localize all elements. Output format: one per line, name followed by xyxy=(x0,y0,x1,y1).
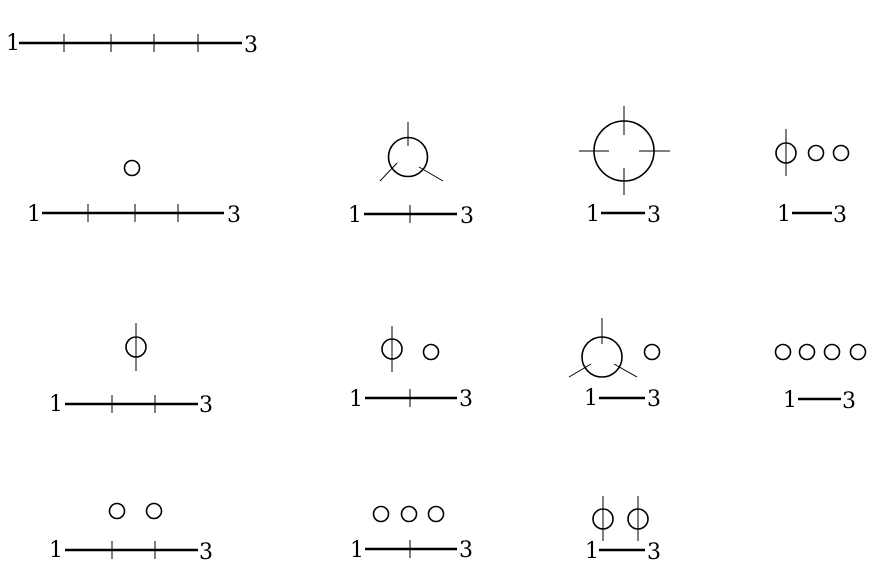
diagram-0: 1 3 xyxy=(6,31,258,58)
diagram-9-loop xyxy=(108,502,126,520)
diagram-8: 1 3 xyxy=(774,343,867,414)
diagram-7-leg xyxy=(613,363,638,378)
diagram-10-loop xyxy=(372,505,390,523)
diagram-2-right-label: 3 xyxy=(460,204,474,229)
diagram-3: 1 3 xyxy=(579,106,670,228)
diagram-11-right-label: 3 xyxy=(647,540,661,565)
diagram-10-left-label: 1 xyxy=(350,538,364,563)
diagram-9-left-label: 1 xyxy=(49,538,63,563)
diagram-9-loop xyxy=(145,502,163,520)
diagram-1-right-label: 3 xyxy=(227,203,241,228)
diagram-9-right-label: 3 xyxy=(199,540,213,565)
diagram-2: 1 3 xyxy=(348,122,474,229)
diagram-2-left-label: 1 xyxy=(348,203,362,228)
diagram-10-loop xyxy=(400,505,418,523)
diagram-11-left-label: 1 xyxy=(585,539,599,564)
diagram-7-loop xyxy=(643,343,661,361)
diagram-8-left-label: 1 xyxy=(783,388,797,413)
diagram-4-left-label: 1 xyxy=(777,202,791,227)
diagram-4-loop xyxy=(807,144,825,162)
diagram-10-loop xyxy=(427,505,445,523)
diagram-6-left-label: 1 xyxy=(349,387,363,412)
diagram-11: 1 3 xyxy=(585,496,661,565)
diagram-10: 1 3 xyxy=(350,505,473,563)
diagram-6: 1 3 xyxy=(349,326,473,412)
diagram-8-right-label: 3 xyxy=(842,389,856,414)
diagram-1-left-label: 1 xyxy=(27,202,41,227)
diagram-6-loop xyxy=(422,343,440,361)
diagram-1-loop xyxy=(123,159,141,177)
diagram-8-loop xyxy=(774,343,792,361)
diagram-5-right-label: 3 xyxy=(199,393,213,418)
diagram-4-loop xyxy=(832,144,850,162)
diagram-7-left-label: 1 xyxy=(584,386,598,411)
diagram-1: 1 3 xyxy=(27,159,241,228)
diagram-2-leg xyxy=(379,162,398,182)
diagram-7: 1 3 xyxy=(568,318,661,412)
diagram-7-leg xyxy=(568,363,592,378)
diagram-5-left-label: 1 xyxy=(49,392,63,417)
diagram-3-right-label: 3 xyxy=(647,203,661,228)
diagram-8-loop xyxy=(849,343,867,361)
diagram-8-loop xyxy=(823,343,841,361)
diagram-2-leg xyxy=(418,166,444,182)
diagram-3-left-label: 1 xyxy=(586,202,600,227)
diagram-6-right-label: 3 xyxy=(459,387,473,412)
diagram-7-right-label: 3 xyxy=(647,387,661,412)
diagram-10-right-label: 3 xyxy=(459,538,473,563)
diagram-0-right-label: 3 xyxy=(244,33,258,58)
diagram-4-right-label: 3 xyxy=(833,203,847,228)
diagram-8-loop xyxy=(798,343,816,361)
diagram-9: 1 3 xyxy=(49,502,213,565)
diagram-0-left-label: 1 xyxy=(6,31,20,56)
diagram-4: 1 3 xyxy=(775,129,850,228)
diagram-5: 1 3 xyxy=(49,323,213,418)
